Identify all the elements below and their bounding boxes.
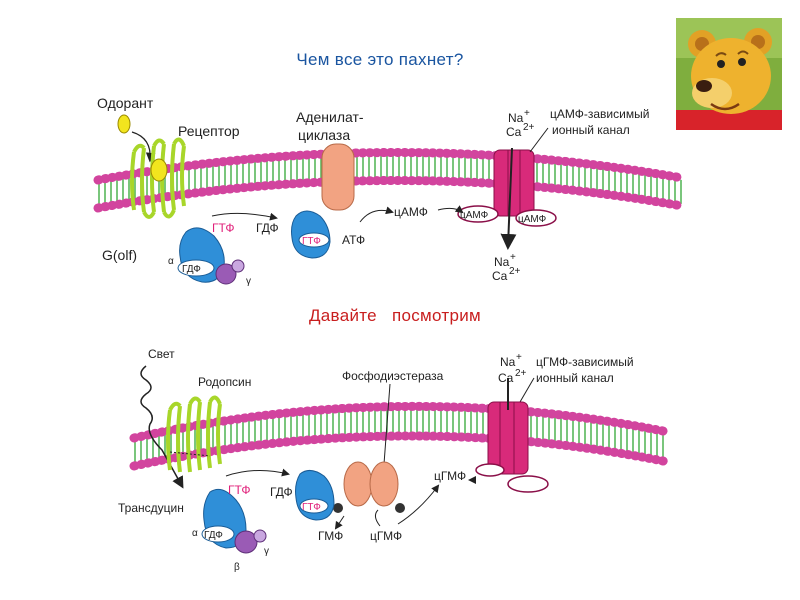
transducin-beta (234, 530, 258, 554)
section-subtitle: Давайте посмотрим (308, 306, 482, 325)
rhodopsin-protein (166, 395, 222, 473)
pde-subunit-2 (369, 461, 399, 507)
cgmp-channel-label-1: цГМФ-зависимый (536, 355, 634, 369)
receptor-label: Рецептор (178, 123, 240, 139)
gtp-label-bottom-2: ГТФ (302, 502, 321, 513)
gdp-alpha-label-bottom: ГДФ (204, 530, 223, 541)
rhodopsin-label: Родопсин (198, 375, 251, 389)
ca-inside-label: Ca (492, 269, 508, 283)
membrane-heads (93, 148, 687, 213)
golf-label: G(olf) (102, 247, 137, 263)
light-wave (140, 365, 184, 489)
svg-text:2+: 2+ (515, 368, 527, 379)
svg-text:+: + (516, 352, 522, 363)
camp-gated-channel (493, 149, 535, 217)
cgmp-product-label: цГМФ (370, 529, 402, 543)
camp-bound-label-2: цАМФ (518, 214, 547, 225)
svg-text:+: + (524, 108, 530, 119)
cgmp-bound-label: цГМФ (434, 469, 466, 483)
gmp-label: ГМФ (318, 529, 343, 543)
alpha-label-bottom: α (192, 528, 198, 539)
gdp-label-1: ГДФ (256, 221, 279, 235)
camp-bound-label-1: цАМФ (460, 210, 489, 221)
cgmp-channel-label-2: ионный канал (536, 371, 614, 385)
gtp-label-bottom-1: ГТФ (228, 483, 251, 497)
winnie-the-pooh-image (676, 18, 782, 130)
svg-text:2+: 2+ (523, 122, 535, 133)
pde-label: Фосфодиэстераза (342, 369, 444, 383)
camp-output-label: цАМФ (394, 205, 428, 219)
alpha-label: α (168, 256, 174, 267)
olfactory-signaling-diagram: Одорант Рецептор Аденилат- циклаза Na + … (93, 95, 687, 287)
atp-label: АТФ (342, 233, 365, 247)
page-title: Чем все это пахнет? (296, 50, 464, 69)
g-beta-subunit (215, 263, 237, 285)
adenylate-cyclase-label-1: Аденилат- (296, 109, 364, 125)
adenylate-cyclase-label-2: циклаза (298, 127, 350, 143)
ca-label: Ca (506, 125, 522, 139)
phototransduction-diagram: Свет Родопсин Фосфодиэстераза Na + Ca 2+… (118, 347, 673, 573)
odorant-label: Одорант (97, 95, 154, 111)
g-gamma-subunit (231, 259, 245, 273)
ca-label-bottom: Ca (498, 371, 514, 385)
gamma-label-bottom: γ (264, 546, 269, 557)
pde-subunit-1 (343, 461, 373, 507)
na-label-bottom: Na (500, 355, 516, 369)
odorant-molecule (117, 114, 131, 134)
gamma-label: γ (246, 276, 251, 287)
light-label: Свет (148, 347, 175, 361)
gtp-label-1: ГТФ (212, 221, 235, 235)
na-inside-label: Na (494, 255, 510, 269)
cgmp-gated-channel (487, 401, 529, 475)
adenylate-cyclase (321, 143, 355, 211)
gtp-label-2: ГТФ (302, 236, 321, 247)
transducin-label: Трансдуцин (118, 501, 184, 515)
beta-label-bottom: β (234, 562, 240, 573)
bound-odorant (150, 158, 168, 182)
transducin-gamma (253, 529, 267, 543)
channel-label-2: ионный канал (552, 123, 630, 137)
svg-text:+: + (510, 252, 516, 263)
gdp-label-bottom-1: ГДФ (270, 485, 293, 499)
na-label: Na (508, 111, 524, 125)
receptor-protein (130, 137, 186, 219)
gdp-alpha-label: ГДФ (182, 264, 201, 275)
membrane-tails (98, 154, 682, 206)
channel-label-1: цАМФ-зависимый (550, 107, 649, 121)
svg-text:2+: 2+ (509, 266, 521, 277)
